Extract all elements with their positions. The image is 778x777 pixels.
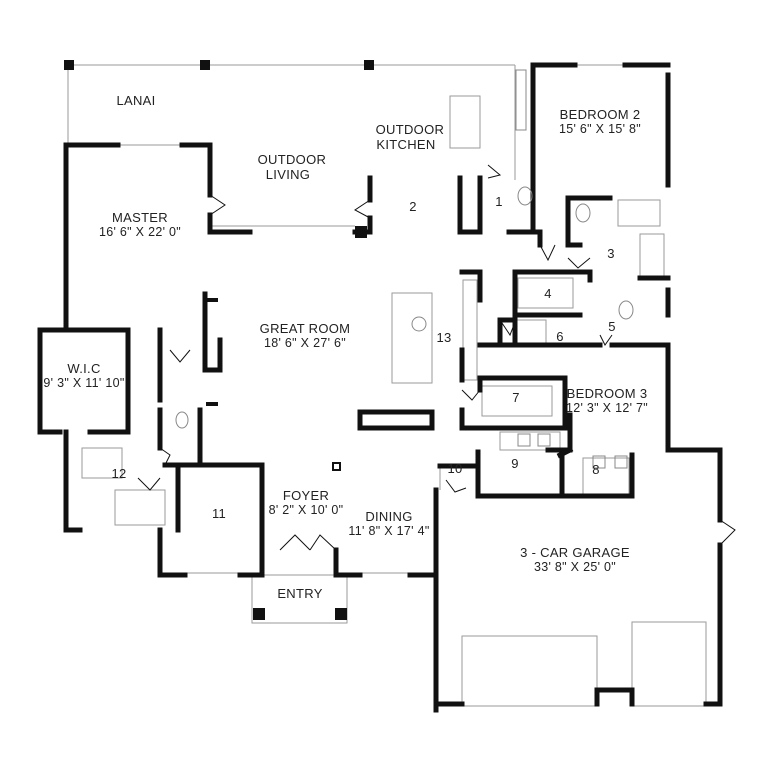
- room-number-6: 6: [556, 329, 564, 344]
- garage-dims: 33' 8" X 25' 0": [533, 560, 617, 574]
- fixtures: [175, 69, 634, 469]
- room-label-bedroom3: BEDROOM 3 12' 3" X 12' 7": [566, 386, 648, 416]
- room-number-1: 1: [495, 194, 503, 209]
- bedroom2-name: BEDROOM 2: [559, 107, 641, 122]
- lanai-name: LANAI: [116, 93, 156, 108]
- great-room-name: GREAT ROOM: [259, 321, 351, 336]
- great-room-dims: 18' 6" X 27' 6": [263, 336, 347, 350]
- room-number-5: 5: [608, 319, 616, 334]
- columns: [64, 60, 374, 620]
- room-label-wic: W.I.C 9' 3" X 11' 10": [43, 361, 124, 391]
- room-number-8: 8: [592, 462, 600, 477]
- master-name: MASTER: [112, 210, 168, 225]
- room-label-great-room: GREAT ROOM 18' 6" X 27' 6": [260, 321, 351, 351]
- room-label-dining: DINING 11' 8" X 17' 4": [348, 509, 429, 539]
- wic-dims: 9' 3" X 11' 10": [43, 376, 125, 390]
- master-dims: 16' 6" X 22' 0": [98, 225, 182, 239]
- room-label-lanai: LANAI: [116, 93, 155, 108]
- room-number-3: 3: [607, 246, 615, 261]
- foyer-name: FOYER: [282, 488, 330, 503]
- bedroom3-dims: 12' 3" X 12' 7": [565, 401, 649, 415]
- room-label-garage: 3 - CAR GARAGE 33' 8" X 25' 0": [520, 545, 630, 575]
- room-label-entry: ENTRY: [277, 586, 322, 601]
- light-outlines: [67, 64, 707, 707]
- door-swings: [137, 164, 736, 551]
- wic-name: W.I.C: [67, 361, 101, 376]
- foyer-dims: 8' 2" X 10' 0": [268, 503, 344, 517]
- room-number-7: 7: [512, 390, 520, 405]
- room-number-9: 9: [511, 456, 519, 471]
- bedroom2-dims: 15' 6" X 15' 8": [558, 122, 642, 136]
- room-label-outdoor-living: OUTDOOR LIVING: [250, 137, 326, 182]
- room-number-2: 2: [409, 199, 417, 214]
- room-number-12: 12: [111, 466, 127, 481]
- room-label-foyer: FOYER 8' 2" X 10' 0": [269, 488, 344, 518]
- room-label-master: MASTER 16' 6" X 22' 0": [99, 210, 181, 240]
- room-number-10: 10: [447, 461, 463, 476]
- room-label-outdoor-kitchen: OUTDOOR KITCHEN: [368, 107, 444, 152]
- room-number-11: 11: [211, 506, 227, 521]
- garage-name: 3 - CAR GARAGE: [520, 545, 630, 560]
- dining-dims: 11' 8" X 17' 4": [348, 524, 430, 538]
- room-number-4: 4: [544, 286, 552, 301]
- entry-name: ENTRY: [277, 586, 323, 601]
- outdoor-living-name: OUTDOOR LIVING: [257, 152, 327, 182]
- bedroom3-name: BEDROOM 3: [566, 386, 648, 401]
- room-number-13: 13: [436, 330, 452, 345]
- walls: [37, 62, 723, 713]
- dining-name: DINING: [365, 509, 413, 524]
- room-label-bedroom2: BEDROOM 2 15' 6" X 15' 8": [559, 107, 641, 137]
- outdoor-kitchen-name: OUTDOOR KITCHEN: [375, 122, 445, 152]
